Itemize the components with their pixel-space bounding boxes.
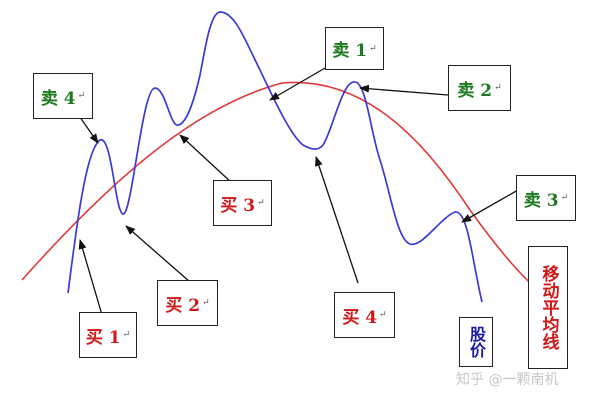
label-sell3-text: 卖 3	[523, 190, 559, 211]
label-buy4: 买 4↵	[334, 292, 395, 338]
label-buy1-text: 买 1	[85, 327, 121, 348]
return-mark-icon: ↵	[494, 83, 502, 93]
label-moving-average-text: 移动平均线	[538, 265, 559, 350]
return-mark-icon: ↵	[122, 330, 131, 340]
label-buy2-text: 买 2	[165, 295, 201, 316]
price-line	[67, 11, 483, 303]
arrow-buy3	[179, 134, 233, 184]
label-buy3-text: 买 3	[220, 195, 256, 216]
return-mark-icon: ↵	[379, 310, 387, 320]
return-mark-icon: ↵	[369, 43, 377, 54]
label-price-text: 股价	[466, 326, 486, 358]
label-sell2-text: 卖 2	[457, 80, 493, 101]
return-mark-icon: ↵	[202, 298, 210, 308]
return-mark-icon: ↵	[257, 198, 265, 208]
label-sell4: 卖 4↵	[33, 73, 93, 119]
label-buy1: 买 1↵	[79, 312, 137, 358]
label-sell2: 卖 2↵	[448, 65, 511, 111]
label-price: 股价	[459, 317, 493, 367]
return-mark-icon: ↵	[560, 193, 569, 203]
return-mark-icon: ↵	[77, 91, 86, 101]
label-sell3: 卖 3↵	[516, 175, 576, 221]
watermark: 知乎 @一颗南机	[456, 372, 559, 388]
arrow-sell3	[461, 189, 519, 223]
label-sell1-text: 卖 1	[332, 41, 368, 61]
arrow-sell2	[359, 84, 449, 96]
label-buy3: 买 3↵	[213, 180, 272, 226]
arrow-sell1	[269, 63, 333, 101]
label-moving-average: 移动平均线	[528, 246, 568, 369]
arrow-buy4	[315, 156, 359, 284]
label-sell4-text: 卖 4	[40, 88, 76, 109]
label-buy2: 买 2↵	[157, 280, 218, 326]
label-buy4-text: 买 4	[342, 307, 378, 328]
arrow-buy1	[78, 239, 103, 316]
label-sell1: 卖 1↵	[325, 27, 384, 70]
arrow-buy2	[125, 225, 191, 283]
